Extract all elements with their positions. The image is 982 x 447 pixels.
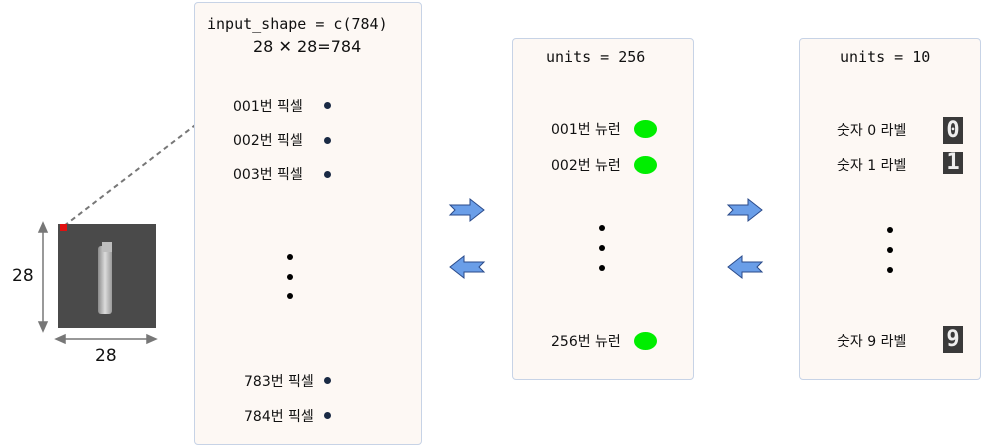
pixel-label-783: 783번 픽셀: [244, 374, 314, 390]
input-panel-title: input_shape = c(784): [207, 15, 388, 33]
neuron-node-256: [634, 332, 657, 350]
hidden-panel-title: units = 256: [546, 48, 646, 66]
neuron-label-256: 256번 뉴런: [551, 334, 621, 350]
ellipsis-dot: [887, 247, 893, 253]
highlighted-pixel: [60, 224, 67, 231]
ellipsis-dot: [287, 274, 293, 280]
forward-arrow-1: [448, 197, 485, 223]
pixel-node-003: [324, 171, 331, 178]
pixel-node-001: [324, 102, 331, 109]
ellipsis-dot: [599, 245, 605, 251]
ellipsis-dot: [599, 225, 605, 231]
image-width-label: 28: [95, 346, 117, 366]
backward-arrow-1: [449, 254, 486, 280]
pixel-label-002: 002번 픽셀: [233, 133, 303, 149]
pixel-label-003: 003번 픽셀: [233, 167, 303, 183]
output-label-0: 숫자 0 라벨: [837, 123, 907, 139]
mnist-input-image: [58, 224, 156, 328]
output-label-9: 숫자 9 라벨: [837, 334, 907, 350]
ellipsis-dot: [887, 227, 893, 233]
input-panel-subtitle: 28 ✕ 28=784: [253, 37, 362, 56]
neuron-node-002: [634, 156, 657, 174]
pixel-node-783: [324, 377, 331, 384]
ellipsis-dot: [287, 293, 293, 299]
ellipsis-dot: [287, 254, 293, 260]
forward-arrow-2: [726, 197, 763, 223]
output-layer-panel: units = 10 숫자 0 라벨 0 숫자 1 라벨 1 숫자 9 라벨 9: [799, 38, 981, 380]
ellipsis-dot: [887, 267, 893, 273]
digit-1-icon: 1: [943, 152, 963, 174]
digit-9-icon: 9: [943, 326, 963, 353]
pixel-label-784: 784번 픽셀: [244, 409, 314, 425]
digit-0-icon: 0: [943, 117, 963, 144]
pixel-node-784: [324, 412, 331, 419]
digit-stroke-top: [102, 242, 112, 252]
neuron-node-001: [634, 120, 657, 138]
hidden-layer-panel: units = 256 001번 뉴런 002번 뉴런 256번 뉴런: [512, 38, 694, 380]
input-layer-panel: input_shape = c(784) 28 ✕ 28=784 001번 픽셀…: [194, 2, 422, 445]
neuron-label-001: 001번 뉴런: [551, 122, 621, 138]
output-label-1: 숫자 1 라벨: [837, 158, 907, 174]
pixel-node-002: [324, 137, 331, 144]
pixel-label-001: 001번 픽셀: [233, 99, 303, 115]
ellipsis-dot: [599, 265, 605, 271]
backward-arrow-2: [727, 254, 764, 280]
neuron-label-002: 002번 뉴런: [551, 158, 621, 174]
width-dimension-arrow: [54, 333, 158, 345]
output-panel-title: units = 10: [840, 48, 931, 66]
height-dimension-arrow: [37, 221, 49, 333]
image-height-label: 28: [12, 266, 34, 286]
digit-stroke: [98, 246, 112, 314]
